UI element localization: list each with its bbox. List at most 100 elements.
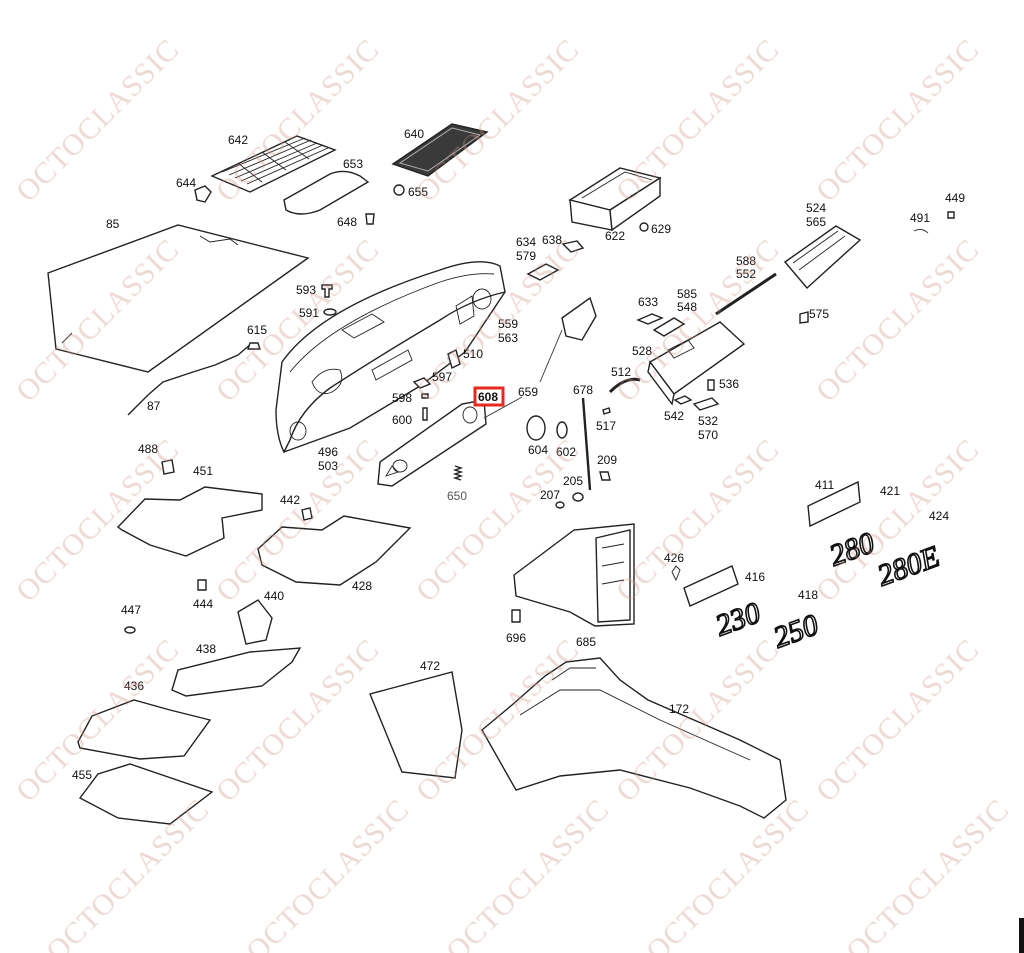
- part-622-drawing: [568, 167, 662, 232]
- part-label-528: 528: [632, 344, 652, 358]
- part-label-598: 598: [392, 391, 412, 405]
- part-label-416: 416: [745, 570, 765, 584]
- part-label-548: 548: [677, 300, 697, 314]
- part-512-drawing: [608, 377, 641, 394]
- part-633-drawing: [636, 313, 664, 325]
- part-label-593: 593: [296, 283, 316, 297]
- part-label-585: 585: [677, 287, 697, 301]
- part-label-85: 85: [106, 217, 120, 231]
- part-602-drawing: [556, 421, 568, 439]
- part-563-leader: [539, 329, 563, 383]
- part-label-536: 536: [719, 377, 739, 391]
- badge-280: 280: [825, 526, 879, 572]
- part-label-447: 447: [121, 603, 141, 617]
- part-label-496: 496: [318, 445, 338, 459]
- badge-230: 230: [711, 596, 765, 642]
- part-label-532: 532: [698, 414, 718, 428]
- part-label-678: 678: [573, 383, 593, 397]
- part-426-drawing: [671, 565, 681, 582]
- highlighted-part-box[interactable]: [473, 386, 505, 407]
- badge-250: 250: [769, 608, 823, 654]
- part-634-drawing: [526, 263, 560, 281]
- part-644-drawing: [194, 185, 212, 203]
- part-659-leader: [483, 396, 523, 419]
- part-label-517: 517: [596, 419, 616, 433]
- part-label-602: 602: [556, 445, 576, 459]
- part-label-648: 648: [337, 215, 357, 229]
- part-label-424: 424: [929, 509, 949, 523]
- part-591-drawing: [323, 308, 337, 316]
- part-label-634: 634: [516, 235, 536, 249]
- part-label-512: 512: [611, 365, 631, 379]
- part-444-drawing: [197, 579, 207, 591]
- part-597-drawing: [412, 377, 432, 389]
- part-442-drawing: [301, 507, 313, 521]
- part-205-drawing: [572, 492, 584, 502]
- part-447-drawing: [124, 626, 136, 634]
- part-label-552: 552: [736, 267, 756, 281]
- part-label-449: 449: [945, 191, 965, 205]
- part-532-drawing: [692, 397, 720, 411]
- part-label-563: 563: [498, 331, 518, 345]
- part-label-488: 488: [138, 442, 158, 456]
- part-440-drawing: [237, 599, 273, 645]
- edge-marker: [1019, 918, 1024, 953]
- part-655-drawing: [393, 184, 405, 196]
- part-438-drawing: [171, 647, 302, 697]
- part-575-drawing: [799, 311, 809, 324]
- part-172-drawing: [481, 657, 787, 819]
- part-638-drawing: [561, 240, 585, 253]
- part-label-451: 451: [193, 464, 213, 478]
- part-label-426: 426: [664, 551, 684, 565]
- part-label-588: 588: [736, 254, 756, 268]
- part-640-drawing: [391, 123, 489, 177]
- part-678-drawing: [581, 397, 592, 491]
- part-label-209: 209: [597, 453, 617, 467]
- part-label-438: 438: [196, 642, 216, 656]
- part-648-drawing: [365, 213, 375, 225]
- part-label-172: 172: [669, 702, 689, 716]
- part-593-drawing: [321, 284, 333, 298]
- part-label-597: 597: [432, 370, 452, 384]
- part-label-472: 472: [420, 659, 440, 673]
- part-411-drawing: [807, 480, 861, 528]
- part-label-642: 642: [228, 133, 248, 147]
- part-629-drawing: [639, 222, 649, 232]
- part-label-455: 455: [72, 768, 92, 782]
- part-428-drawing: [257, 515, 412, 586]
- part-label-559: 559: [498, 317, 518, 331]
- highlighted-part-label[interactable]: 608: [478, 390, 498, 404]
- part-517-drawing: [602, 407, 611, 415]
- part-600-drawing: [422, 407, 428, 421]
- part-451-drawing: [116, 486, 263, 557]
- part-488-drawing: [161, 459, 175, 475]
- part-label-421: 421: [880, 484, 900, 498]
- part-label-207: 207: [540, 488, 560, 502]
- part-label-650: 650: [447, 489, 467, 503]
- part-696-drawing: [511, 609, 521, 623]
- part-685-drawing: [513, 523, 635, 627]
- part-label-575: 575: [809, 307, 829, 321]
- part-label-205: 205: [563, 474, 583, 488]
- part-585-drawing: [652, 317, 686, 337]
- part-label-685: 685: [576, 635, 596, 649]
- part-542-drawing: [673, 395, 693, 405]
- part-label-629: 629: [651, 222, 671, 236]
- part-604-drawing: [526, 415, 546, 441]
- part-642-drawing: [210, 135, 337, 193]
- part-label-579: 579: [516, 249, 536, 263]
- part-label-644: 644: [176, 176, 196, 190]
- part-436-drawing: [77, 699, 212, 760]
- part-588-drawing: [715, 272, 777, 316]
- part-563-drawing: [561, 296, 597, 341]
- part-455-drawing: [78, 763, 214, 825]
- part-472-drawing: [369, 671, 463, 779]
- part-label-444: 444: [193, 597, 213, 611]
- part-label-503: 503: [318, 459, 338, 473]
- part-label-638: 638: [542, 233, 562, 247]
- part-label-640: 640: [404, 127, 424, 141]
- part-87-drawing: [127, 342, 253, 416]
- part-536-drawing: [707, 379, 715, 391]
